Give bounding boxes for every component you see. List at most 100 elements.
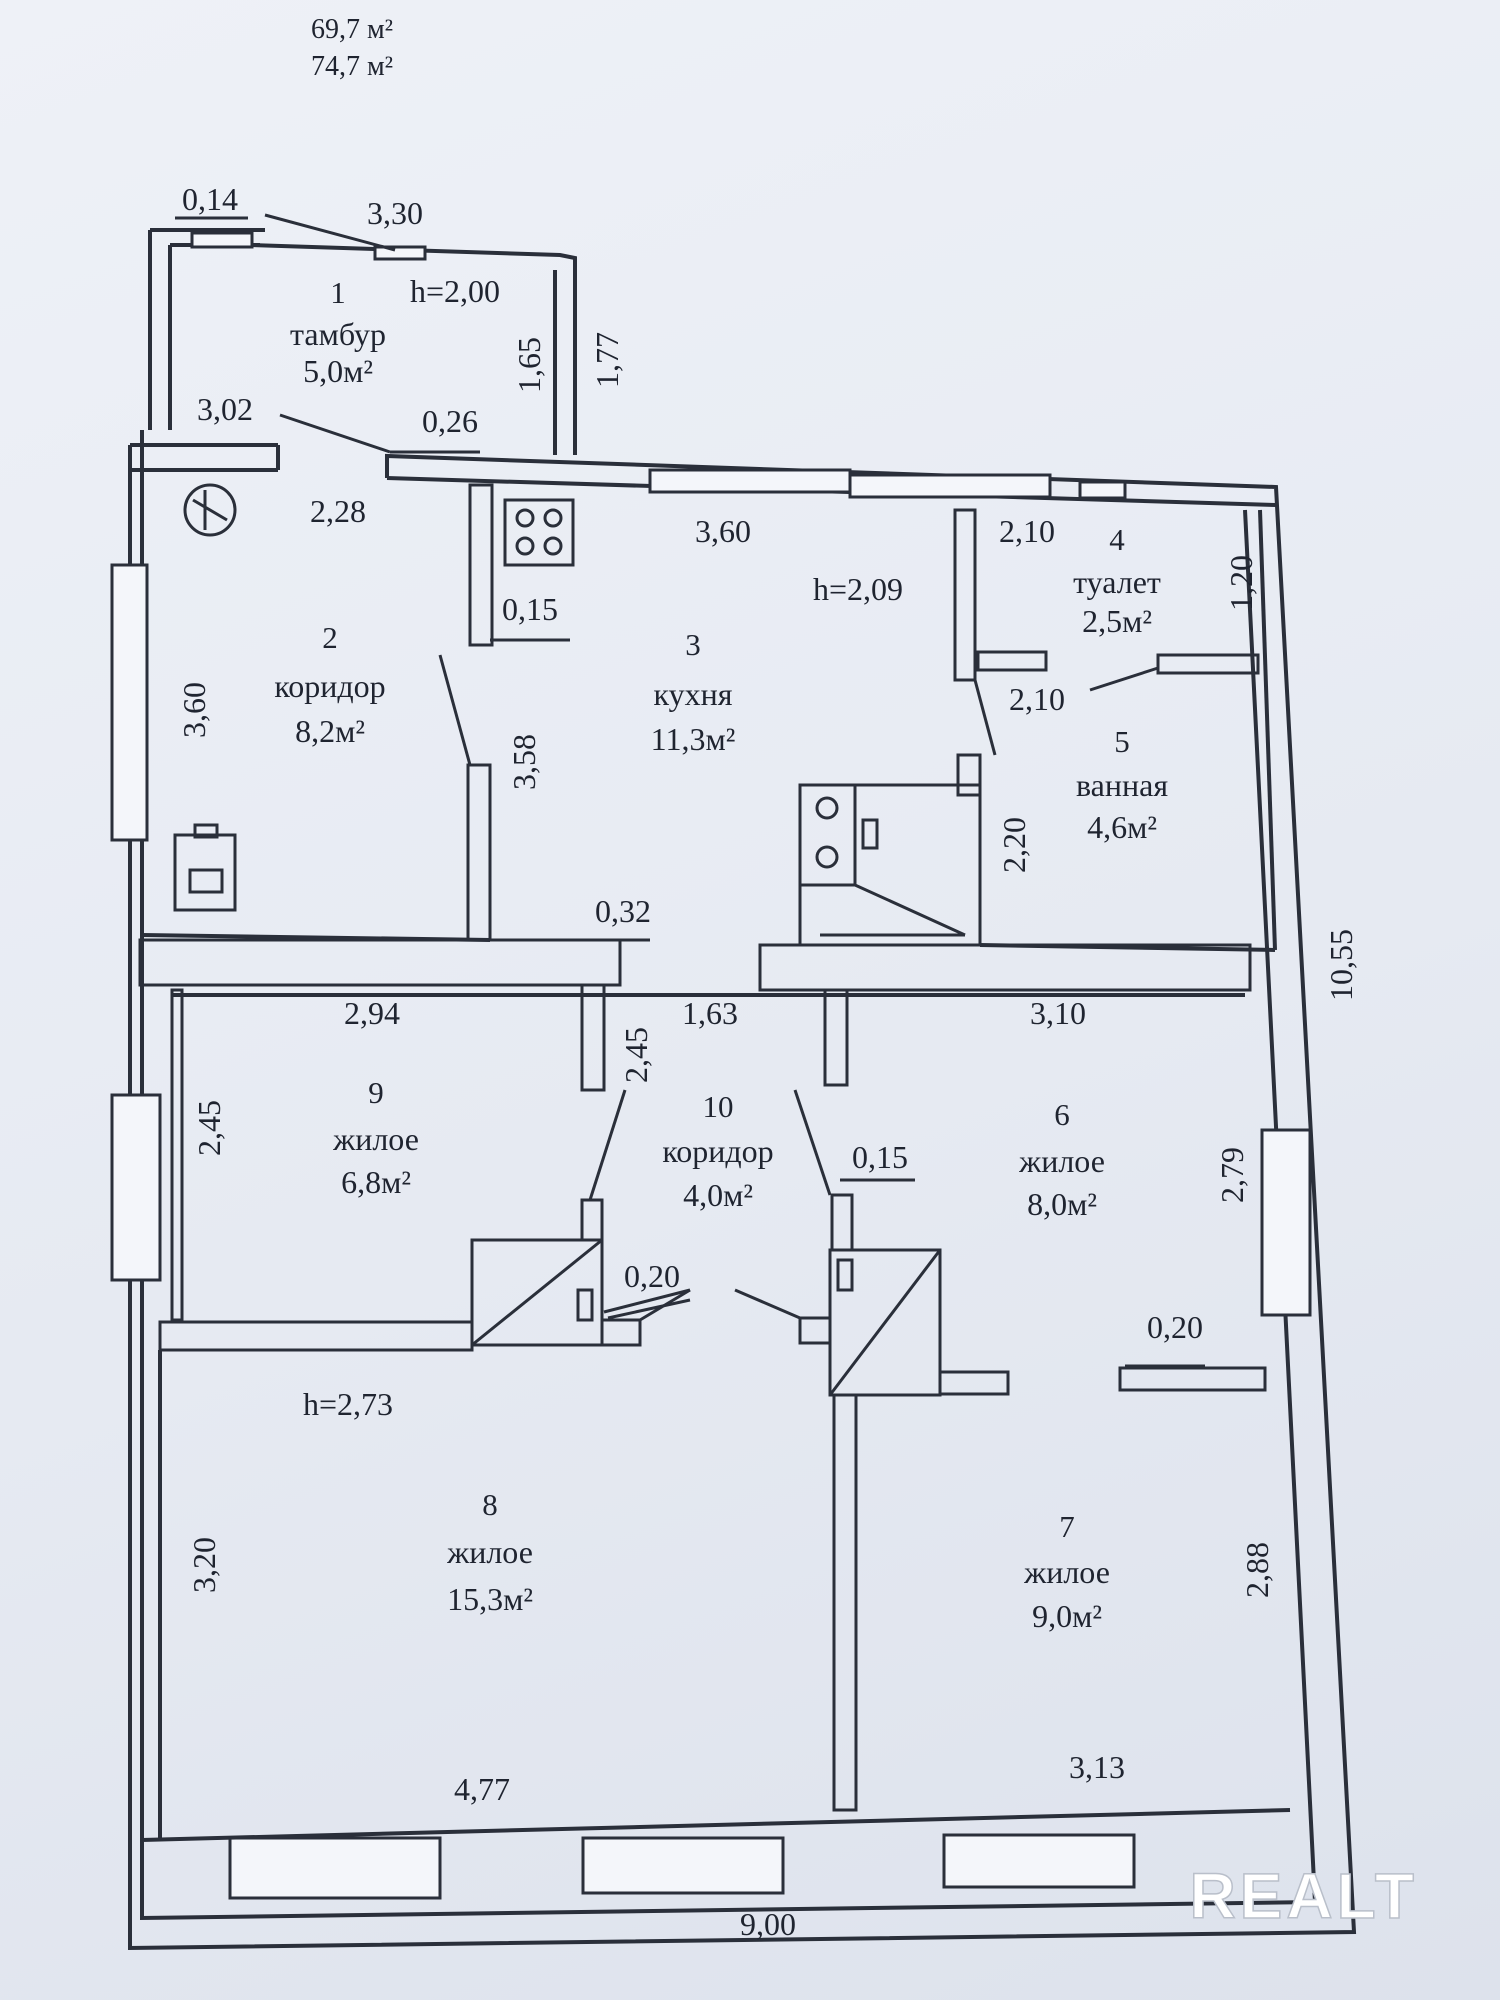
dim-label: 2,10 — [1009, 681, 1065, 717]
dim-label: 3,13 — [1069, 1749, 1125, 1785]
bath-equipment-icon — [798, 783, 982, 947]
dim-label: 0,20 — [624, 1258, 680, 1294]
dim-label: 2,79 — [1214, 1147, 1250, 1203]
door-bath — [973, 679, 997, 756]
room-name: жилое — [446, 1534, 533, 1570]
dim-label: 0,32 — [595, 893, 651, 929]
room-number: 2 — [322, 620, 338, 655]
lower-walls — [158, 1320, 1267, 1840]
door-corridor-kitchen — [438, 654, 472, 766]
dim-label: 2,94 — [344, 995, 400, 1031]
room-5: 5 ванная 4,6м² — [1076, 724, 1168, 845]
room-number: 4 — [1109, 522, 1125, 557]
room-name: кухня — [654, 676, 733, 712]
height-kitchen: h=2,09 — [813, 571, 903, 607]
kitchen-window — [648, 468, 852, 494]
toilet-window — [1078, 480, 1127, 500]
room-area: 11,3м² — [651, 721, 736, 757]
bottom-windows — [141, 1808, 1291, 1900]
header-total-area: 74,7 м² — [311, 51, 393, 82]
room-2: 2 коридор 8,2м² — [274, 620, 385, 749]
room-name: жилое — [1023, 1554, 1110, 1590]
dim-label: 3,10 — [1030, 995, 1086, 1031]
dimension-labels: 0,14 3,30 3,02 0,26 2,28 3,60 2,10 0,15 … — [176, 181, 1359, 1942]
door-room8-leaf — [603, 1288, 691, 1314]
dim-label: 3,58 — [506, 734, 542, 790]
room-6: 6 жилое 8,0м² — [1018, 1097, 1105, 1222]
room-area: 9,0м² — [1032, 1598, 1102, 1634]
dim-label: 3,30 — [367, 195, 423, 231]
room-number: 1 — [330, 275, 346, 310]
stove-icon — [503, 498, 575, 567]
room-name: коридор — [662, 1133, 773, 1169]
dim-label: 10,55 — [1323, 929, 1359, 1001]
room-number: 3 — [685, 627, 701, 662]
dim-label: 3,20 — [186, 1537, 222, 1593]
dim-label: 9,00 — [740, 1906, 796, 1942]
heater-right-icon — [798, 1193, 1010, 1397]
dim-label: 2,45 — [191, 1100, 227, 1156]
room-name: коридор — [274, 668, 385, 704]
dimension-leaders — [175, 213, 1205, 1368]
door-room7 — [734, 1288, 801, 1320]
corridor-window — [110, 563, 149, 842]
door-room9 — [588, 1089, 627, 1201]
dim-label: 0,20 — [1147, 1309, 1203, 1345]
room-10: 10 коридор 4,0м² — [662, 1089, 773, 1213]
room-area: 8,0м² — [1027, 1186, 1097, 1222]
room9-window — [110, 1093, 162, 1282]
dim-label: 1,65 — [511, 337, 547, 393]
door-toilet — [1089, 666, 1159, 692]
room-area: 6,8м² — [341, 1164, 411, 1200]
dim-label: 2,20 — [996, 817, 1032, 873]
room-name: туалет — [1073, 564, 1161, 600]
vestibule-window-2 — [373, 245, 427, 261]
room-name: тамбур — [290, 316, 386, 352]
room-number: 6 — [1054, 1097, 1070, 1132]
dim-label: 1,20 — [1223, 555, 1259, 611]
dim-label: 3,60 — [695, 513, 751, 549]
room-number: 7 — [1059, 1509, 1075, 1544]
dim-label: 2,10 — [999, 513, 1055, 549]
vestibule-walls — [148, 228, 577, 455]
door-room6 — [793, 1089, 832, 1196]
room-number: 9 — [368, 1075, 384, 1110]
room-3: 3 кухня 11,3м² — [651, 627, 736, 757]
room-area: 4,0м² — [683, 1177, 753, 1213]
dim-label: 2,88 — [1239, 1542, 1275, 1598]
room-9: 9 жилое 6,8м² — [332, 1075, 419, 1200]
room-name: жилое — [332, 1121, 419, 1157]
boiler-icon — [173, 823, 237, 912]
header-total-living: 69,7 м² — [311, 14, 393, 45]
room-area: 2,5м² — [1082, 603, 1152, 639]
room-number: 5 — [1114, 724, 1130, 759]
dim-label: 0,14 — [182, 181, 238, 217]
height-vestibule: h=2,00 — [410, 273, 500, 309]
room6-window — [1260, 1128, 1312, 1317]
room-number: 8 — [482, 1487, 498, 1522]
gas-meter-icon — [183, 483, 237, 537]
dim-label: 2,28 — [310, 493, 366, 529]
room-number: 10 — [703, 1089, 734, 1124]
room-7: 7 жилое 9,0м² — [1023, 1509, 1110, 1634]
vestibule-window — [190, 231, 254, 249]
room-area: 4,6м² — [1087, 809, 1157, 845]
dim-label: 3,02 — [197, 391, 253, 427]
dim-label: 2,45 — [618, 1027, 654, 1083]
middle-walls — [138, 938, 1252, 1322]
heater-left-icon — [470, 1198, 642, 1347]
dim-label: 4,77 — [454, 1771, 510, 1807]
room-area: 15,3м² — [447, 1581, 533, 1617]
dim-label: 0,15 — [852, 1139, 908, 1175]
room-8: 8 жилое 15,3м² — [446, 1487, 533, 1617]
room-name: жилое — [1018, 1143, 1105, 1179]
room-name: ванная — [1076, 767, 1168, 803]
room-4: 4 туалет 2,5м² — [1073, 522, 1161, 639]
room-area: 5,0м² — [303, 353, 373, 389]
dim-label: 0,15 — [502, 591, 558, 627]
watermark-logo: REALT — [1189, 1860, 1418, 1932]
dim-label: 1,77 — [589, 332, 625, 388]
room-area: 8,2м² — [295, 713, 365, 749]
